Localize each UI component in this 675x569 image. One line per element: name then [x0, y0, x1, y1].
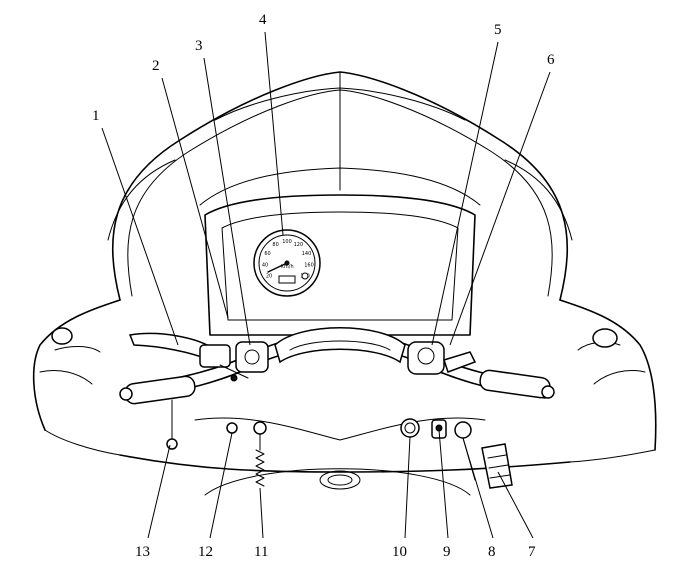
lower-console: [166, 399, 513, 496]
speedometer-tick-label: 100: [282, 239, 292, 245]
leader-lines: [101, 31, 551, 539]
callout-labels: 1 2 3 4 5 6 7 8 9 10 11 12 13: [92, 12, 555, 560]
speedometer-tick-label: 20: [266, 274, 272, 280]
speedometer-tick-label: 120: [294, 242, 304, 248]
callout-2: 2: [152, 58, 160, 74]
dash-panel: [204, 194, 476, 336]
speedometer-tick-label: 160: [304, 262, 314, 268]
callout-6: 6: [547, 52, 555, 68]
callout-9: 9: [443, 544, 451, 560]
callout-4: 4: [259, 12, 267, 28]
left-switch-housing: [219, 341, 269, 382]
callout-8: 8: [488, 544, 496, 560]
callout-5: 5: [494, 22, 502, 38]
callout-13: 13: [135, 544, 150, 560]
callout-10: 10: [392, 544, 407, 560]
speedometer-tick-label: 40: [262, 262, 268, 268]
speedometer-tick-label: 80: [272, 242, 278, 248]
handlebar: [119, 327, 555, 405]
callout-11: 11: [254, 544, 268, 560]
callout-3: 3: [195, 38, 203, 54]
callout-12: 12: [198, 544, 213, 560]
windshield: [107, 71, 573, 301]
callout-1: 1: [92, 108, 100, 124]
right-switch-housing: [407, 341, 477, 375]
callout-7: 7: [528, 544, 536, 560]
brake-lever: [128, 332, 231, 368]
speedometer-unit-label: km/h: [281, 264, 294, 270]
speedometer-tick-label: 140: [302, 251, 312, 257]
speedometer-tick-label: 60: [264, 251, 270, 257]
speedometer-gauge: 20406080100120140160180 km/h: [253, 229, 321, 297]
